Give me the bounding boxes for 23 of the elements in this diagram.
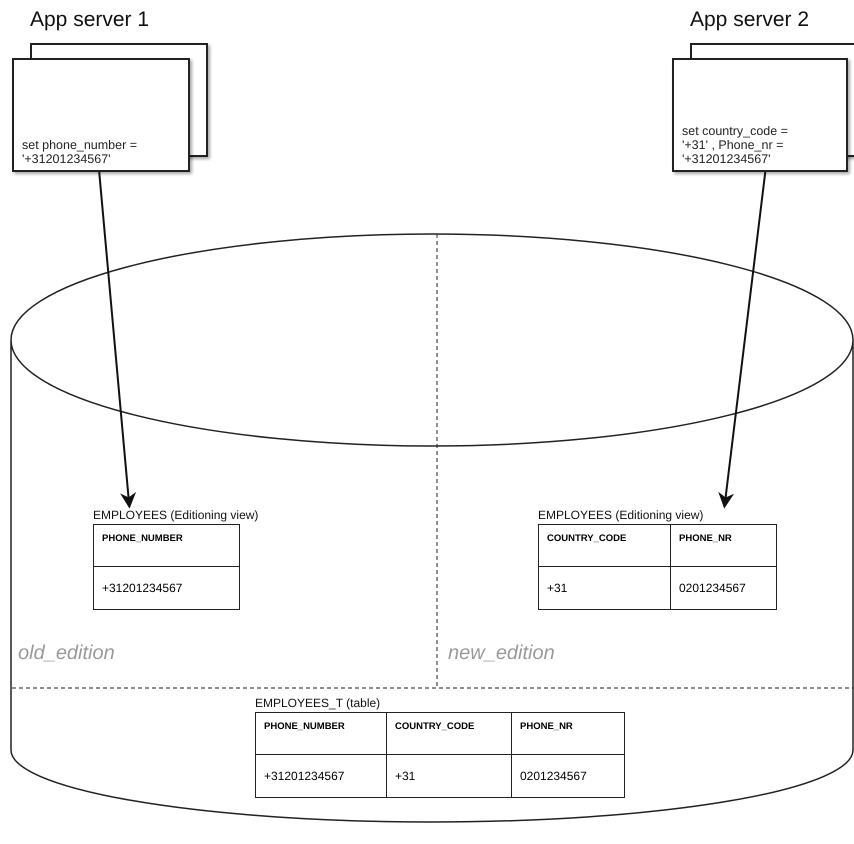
- edition-label: old_edition: [18, 642, 115, 665]
- table-cell: +31: [386, 754, 512, 798]
- server-title: App server 2: [690, 8, 810, 32]
- arrow: [718, 172, 766, 509]
- code-text: set country_code = '+31' , Phone_nr = '+31201234567': [682, 124, 789, 166]
- table-title: EMPLOYEES_T (table): [255, 696, 382, 710]
- code-text: set phone_number = '+31201234567': [22, 138, 138, 166]
- column-header: PHONE_NUMBER: [256, 712, 386, 754]
- table-title: EMPLOYEES (Editioning view): [93, 508, 258, 522]
- table-cell: 0201234567: [670, 566, 776, 610]
- table-cell: +31: [538, 566, 670, 610]
- table-cell: +31201234567: [256, 754, 386, 798]
- table-cell: +31201234567: [94, 566, 240, 610]
- table-title: EMPLOYEES (Editioning view): [538, 508, 704, 522]
- column-header: PHONE_NR: [670, 524, 776, 566]
- column-header: PHONE_NUMBER: [94, 524, 240, 566]
- edition-label: new_edition: [448, 642, 555, 665]
- table-cell: 0201234567: [512, 754, 624, 798]
- column-header: COUNTRY_CODE: [538, 524, 670, 566]
- column-header: COUNTRY_CODE: [386, 712, 512, 754]
- column-header: PHONE_NR: [512, 712, 624, 754]
- server-title: App server 1: [30, 8, 150, 32]
- arrow: [98, 172, 136, 509]
